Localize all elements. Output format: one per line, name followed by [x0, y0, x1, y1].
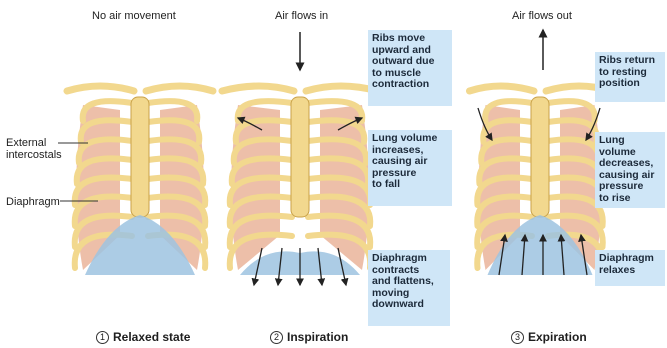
panel3-top-label: Air flows out: [512, 10, 572, 22]
expiration-lung-volume-note: Lung volume decreases, causing air press…: [595, 132, 665, 208]
step-number-3: 3: [511, 331, 524, 344]
expiration-sternum: [531, 97, 549, 217]
inspiration-ribs-note: Ribs move upward and outward due to musc…: [368, 30, 452, 106]
expiration-diaphragm-note: Diaphragm relaxes: [595, 250, 665, 286]
panel2-caption-text: Inspiration: [287, 330, 348, 344]
panel3-caption: 3 Expiration: [511, 330, 587, 344]
relaxed-right-clavicle: [146, 86, 213, 91]
expiration-ribs-note: Ribs return to resting position: [595, 52, 665, 102]
panel1-caption-text: Relaxed state: [113, 330, 190, 344]
relaxed-sternum: [131, 97, 149, 217]
panel3-caption-text: Expiration: [528, 330, 587, 344]
expiration-left-clavicle: [470, 86, 535, 91]
panel2-caption: 2 Inspiration: [270, 330, 348, 344]
panel1-caption: 1 Relaxed state: [96, 330, 190, 344]
panel2-top-label: Air flows in: [275, 10, 328, 22]
step-number-2: 2: [270, 331, 283, 344]
step-number-1: 1: [96, 331, 109, 344]
panel1-top-label: No air movement: [92, 10, 176, 22]
inspiration-sternum: [291, 97, 309, 217]
relaxed-left-clavicle: [67, 86, 134, 91]
inspiration-left-clavicle: [222, 86, 294, 91]
diaphragm-label: Diaphragm: [6, 196, 60, 208]
external-intercostals-label: External intercostals: [6, 137, 62, 161]
inspiration-lung-volume-note: Lung volume increases, causing air press…: [368, 130, 452, 206]
inspiration-diaphragm-note: Diaphragm contracts and flattens, moving…: [368, 250, 450, 326]
